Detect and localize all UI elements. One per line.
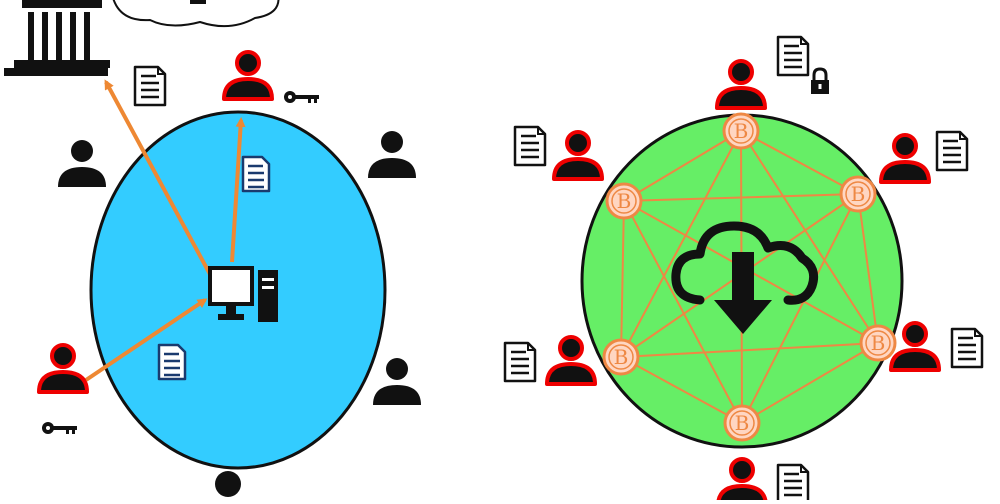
user-icon <box>58 140 106 187</box>
blockchain-node: B <box>723 404 761 442</box>
blockchain-node: B <box>602 338 640 376</box>
decentralized-network: B B B B B B <box>503 35 984 504</box>
user-icon <box>373 358 421 405</box>
user-icon <box>215 471 241 497</box>
highlighted-user-icon <box>715 59 767 110</box>
document-icon <box>935 130 969 172</box>
document-icon <box>950 327 984 369</box>
svg-text:B: B <box>617 189 632 213</box>
svg-text:B: B <box>734 119 749 143</box>
key-icon <box>284 91 319 103</box>
blockchain-node: B <box>839 175 877 213</box>
svg-text:B: B <box>871 331 886 355</box>
highlighted-user-icon <box>545 335 597 386</box>
user-icon <box>368 131 416 178</box>
blockchain-node: B <box>605 182 643 220</box>
svg-text:B: B <box>851 182 866 206</box>
highlighted-user-icon <box>716 457 768 504</box>
highlighted-user-icon <box>879 133 931 184</box>
document-icon <box>133 65 167 107</box>
blockchain-node: B <box>859 324 897 362</box>
document-icon <box>776 35 810 77</box>
highlighted-user-icon <box>37 343 89 394</box>
document-icon <box>157 343 187 381</box>
key-icon <box>42 422 77 434</box>
highlighted-user-icon <box>222 50 274 101</box>
cloud-lock-icon <box>112 0 280 28</box>
svg-text:B: B <box>614 345 629 369</box>
centralized-network <box>4 0 421 497</box>
computer-icon <box>208 266 278 322</box>
highlighted-user-icon <box>889 321 941 372</box>
bank-icon <box>4 0 110 76</box>
lock-icon <box>809 67 831 96</box>
cloud-download-icon <box>671 221 819 334</box>
blockchain-node: B <box>722 112 760 150</box>
document-icon <box>503 341 537 383</box>
document-icon <box>241 155 271 193</box>
flow-arrow-to-bank <box>104 79 214 279</box>
svg-text:B: B <box>735 411 750 435</box>
flow-arrow-to-top-user <box>230 117 246 263</box>
mesh-links <box>620 130 879 424</box>
document-icon <box>776 463 810 504</box>
flow-arrow-from-user <box>84 298 208 382</box>
highlighted-user-icon <box>552 130 604 181</box>
document-icon <box>513 125 547 167</box>
